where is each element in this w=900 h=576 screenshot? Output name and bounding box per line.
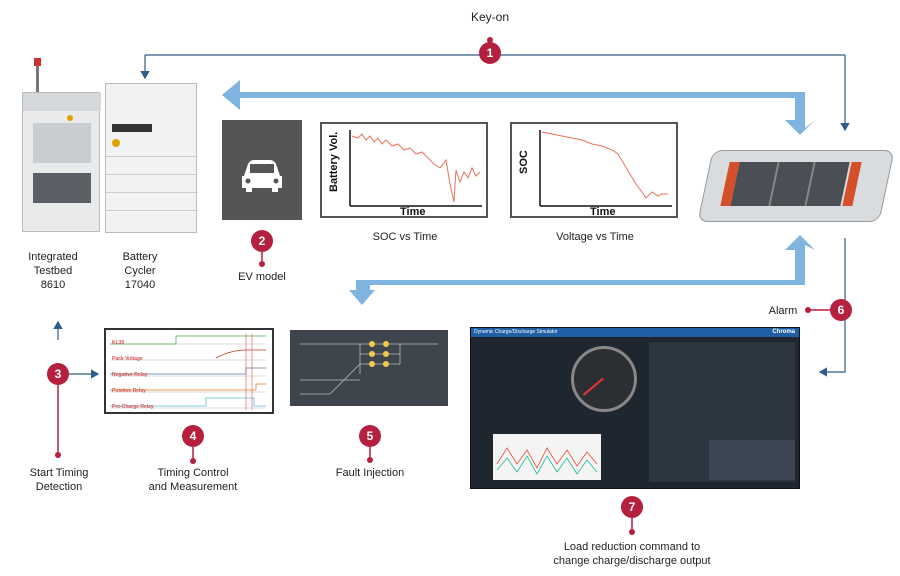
fault-injection-label: Fault Injection (335, 467, 405, 479)
cycler-line-3: 17040 (124, 279, 156, 291)
timing-control-line-1: Timing Control (157, 467, 229, 479)
battery-cycler-label: Battery Cycler 17040 (110, 250, 170, 292)
testbed-beacon (36, 60, 39, 92)
battery-cycler-image (105, 83, 198, 233)
soc-curve (539, 130, 672, 207)
testbed-beacon-light (34, 58, 41, 66)
cycler-line-1: Battery (122, 251, 158, 263)
feedback-arrow-mid (349, 235, 815, 305)
charge-discharge-simulator: Dynamic Charge/Discharge Simulator Chrom… (470, 327, 800, 489)
battery-vol-ylabel: Battery Vol. (328, 131, 340, 192)
timing-row-negative-relay: Negative Relay (112, 372, 148, 378)
integrated-testbed-image (22, 92, 101, 232)
testbed-line-2: Testbed (33, 265, 73, 277)
timing-waveforms (110, 334, 266, 410)
simulator-title: Dynamic Charge/Discharge Simulator (474, 329, 558, 335)
load-reduction-label: Load reduction command to change charge/… (522, 540, 742, 568)
step-badge-2: 2 (251, 230, 273, 252)
fault-injection-panel (290, 330, 448, 406)
step-badge-1: 1 (479, 42, 501, 64)
start-timing-line-1: Start Timing (29, 467, 89, 479)
mini-plot-dark (709, 440, 795, 480)
alarm-label: Alarm (768, 305, 798, 317)
battery-voltage-curve (349, 130, 482, 207)
feedback-arrow-top (222, 80, 815, 135)
step-badge-5: 5 (359, 425, 381, 447)
battery-pack-image (697, 140, 895, 230)
voltage-vs-time-label: Voltage vs Time (556, 231, 634, 243)
timing-control-label: Timing Control and Measurement (128, 466, 258, 494)
timing-row-pack-voltage: Pack Voltage (112, 356, 143, 362)
step-badge-6: 6 (830, 299, 852, 321)
step-badge-3: 3 (47, 363, 69, 385)
key-on-label: Key-on (470, 10, 510, 24)
step-badge-7: 7 (621, 496, 643, 518)
soc-ylabel: SOC (518, 150, 530, 174)
cycler-line-2: Cycler (124, 265, 156, 277)
timing-control-line-2: and Measurement (148, 481, 238, 493)
mini-chart-area (493, 434, 601, 480)
battery-vol-xlabel: Time (400, 206, 426, 218)
load-reduction-line-1: Load reduction command to (563, 541, 701, 553)
soc-vs-time-label: SOC vs Time (372, 231, 438, 243)
timing-row-positive-relay: Positive Relay (112, 388, 146, 394)
integrated-testbed-label: Integrated Testbed 8610 (18, 250, 88, 292)
speedometer-gauge (571, 346, 637, 412)
soc-xlabel: Time (590, 206, 616, 218)
battery-voltage-plot: Battery Vol. Time (320, 122, 488, 218)
simulator-brand: Chroma (772, 329, 795, 335)
soc-plot: SOC Time (510, 122, 678, 218)
start-timing-line-2: Detection (35, 481, 83, 493)
ev-model-tile (222, 120, 302, 220)
step-badge-4: 4 (182, 425, 204, 447)
timing-row-kl30: KL30 (112, 340, 125, 346)
timing-row-precharge-relay: Pre-Charge Relay (112, 404, 154, 410)
mini-chart-lines (496, 447, 598, 475)
fault-injection-schematic (300, 341, 438, 395)
ev-model-label: EV model (238, 271, 286, 283)
timing-control-panel: KL30 Pack Voltage Negative Relay Positiv… (104, 328, 274, 414)
testbed-line-1: Integrated (28, 251, 78, 263)
start-timing-label: Start Timing Detection (14, 466, 104, 494)
testbed-line-3: 8610 (40, 279, 66, 291)
car-icon (242, 160, 282, 192)
load-reduction-line-2: change charge/discharge output (553, 555, 711, 567)
